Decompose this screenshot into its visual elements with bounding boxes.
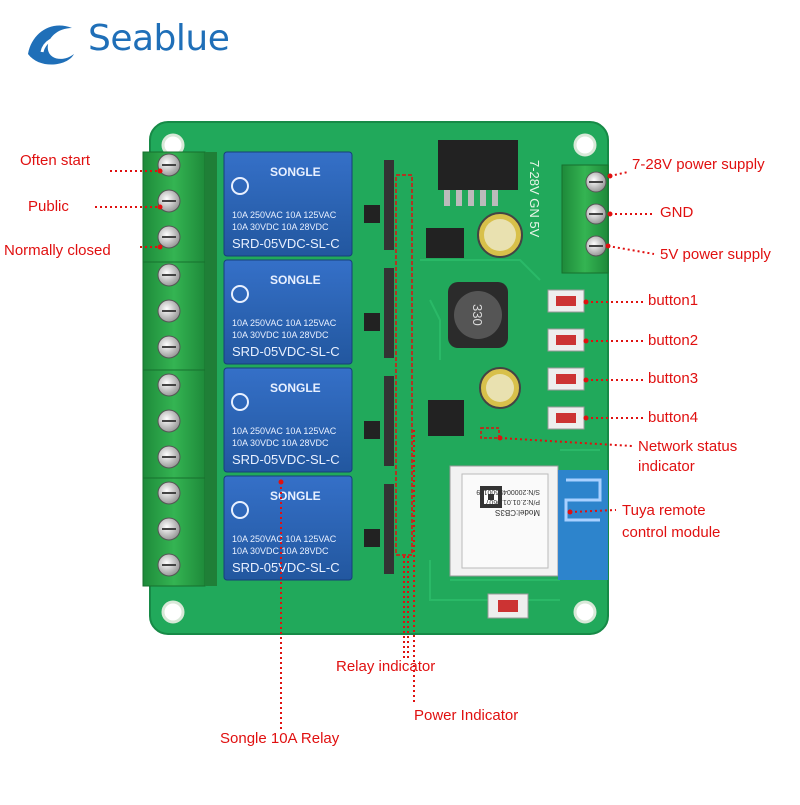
label-button3: button3 — [648, 370, 699, 387]
label-7-28v-power-supply: 7-28V power supply — [632, 156, 765, 173]
svg-text:SRD-05VDC-SL-C: SRD-05VDC-SL-C — [232, 236, 340, 251]
svg-text:10A 250VAC 10A 125VAC: 10A 250VAC 10A 125VAC — [232, 426, 337, 436]
voltage-regulator — [438, 140, 518, 206]
label-normally-closed: Normally closed — [4, 242, 111, 259]
relay-2: SONGLE 10A 250VAC 10A 125VAC 10A 30VDC 1… — [223, 259, 353, 365]
svg-text:SRD-05VDC-SL-C: SRD-05VDC-SL-C — [232, 560, 340, 575]
mount-hole — [573, 133, 597, 157]
svg-text:10A 30VDC 10A 28VDC: 10A 30VDC 10A 28VDC — [232, 546, 329, 556]
label-control-module: control module — [622, 524, 721, 541]
svg-text:S/N:2000045600119: S/N:2000045600119 — [476, 488, 540, 495]
svg-text:SONGLE: SONGLE — [270, 165, 321, 179]
svg-text:10A 30VDC 10A 28VDC: 10A 30VDC 10A 28VDC — [232, 222, 329, 232]
tuya-module: Model:CB3S P/N:2.01.01.0607 S/N:20000456… — [449, 465, 608, 580]
wave-logo-icon — [28, 25, 74, 65]
network-status-led — [480, 427, 500, 439]
annotation-lines — [95, 170, 655, 732]
label-tuya-remote: Tuya remote — [622, 502, 706, 519]
inductor: 330 — [448, 282, 508, 348]
relay-4: SONGLE 10A 250VAC 10A 125VAC 10A 30VDC 1… — [223, 475, 353, 581]
svg-text:10A 30VDC 10A 28VDC: 10A 30VDC 10A 28VDC — [232, 438, 329, 448]
label-button2: button2 — [648, 332, 699, 349]
svg-text:SRD-05VDC-SL-C: SRD-05VDC-SL-C — [232, 344, 340, 359]
svg-text:10A 250VAC 10A 125VAC: 10A 250VAC 10A 125VAC — [232, 534, 337, 544]
label-network-status: Network status — [638, 438, 738, 455]
mount-hole — [573, 600, 597, 624]
label-public: Public — [28, 198, 69, 215]
terminal-side-print: 7-28V GN 5V — [527, 160, 542, 238]
mount-hole — [161, 600, 185, 624]
svg-text:SONGLE: SONGLE — [270, 489, 321, 503]
svg-text:SONGLE: SONGLE — [270, 273, 321, 287]
label-network-status-indicator: indicator — [638, 458, 695, 475]
annotation-dots — [157, 168, 613, 515]
label-button1: button1 — [648, 292, 699, 309]
relay-3: SONGLE 10A 250VAC 10A 125VAC 10A 30VDC 1… — [223, 367, 353, 473]
relay-driver-components — [364, 160, 394, 574]
label-songle-relay: Songle 10A Relay — [220, 730, 340, 747]
label-often-start: Often start — [20, 152, 91, 169]
svg-text:SRD-05VDC-SL-C: SRD-05VDC-SL-C — [232, 452, 340, 467]
relay-indicator-leds — [395, 174, 413, 556]
chip — [428, 400, 464, 436]
svg-text:SONGLE: SONGLE — [270, 381, 321, 395]
chip — [426, 228, 464, 258]
label-power-indicator: Power Indicator — [414, 707, 519, 724]
label-5v-power-supply: 5V power supply — [660, 246, 771, 263]
terminal-screws — [157, 153, 181, 577]
svg-text:330: 330 — [470, 304, 485, 326]
capacitor — [477, 212, 523, 258]
svg-text:10A 250VAC 10A 125VAC: 10A 250VAC 10A 125VAC — [232, 210, 337, 220]
power-terminal-block — [561, 164, 609, 274]
svg-text:P/N:2.01.01.0607: P/N:2.01.01.0607 — [485, 498, 540, 505]
left-terminal-blocks — [142, 151, 217, 587]
label-relay-indicator: Relay indicator — [336, 658, 436, 675]
label-gnd: GND — [660, 204, 694, 221]
label-button4: button4 — [648, 409, 699, 426]
svg-text:10A 250VAC 10A 125VAC: 10A 250VAC 10A 125VAC — [232, 318, 337, 328]
svg-text:10A 30VDC 10A 28VDC: 10A 30VDC 10A 28VDC — [232, 330, 329, 340]
relay-1: SONGLE 10A 250VAC 10A 125VAC 10A 30VDC 1… — [223, 151, 353, 257]
brand-name: Seablue — [88, 18, 230, 59]
capacitor — [479, 367, 521, 409]
relays: SONGLE 10A 250VAC 10A 125VAC 10A 30VDC 1… — [223, 151, 353, 581]
svg-text:Model:CB3S: Model:CB3S — [495, 508, 540, 517]
